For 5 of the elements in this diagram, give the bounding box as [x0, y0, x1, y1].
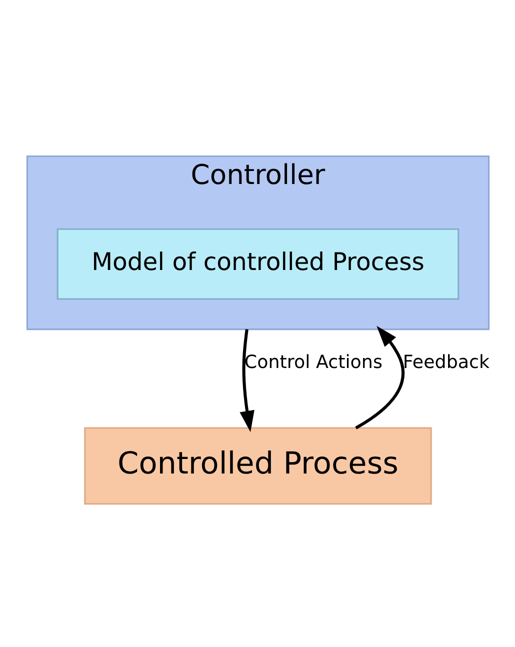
arrow [239, 328, 254, 432]
arrow [354, 325, 404, 429]
node-box: Model of controlled Process [56, 228, 459, 300]
edge-label: Feedback [402, 352, 490, 373]
node-box: Controlled Process [84, 426, 432, 504]
